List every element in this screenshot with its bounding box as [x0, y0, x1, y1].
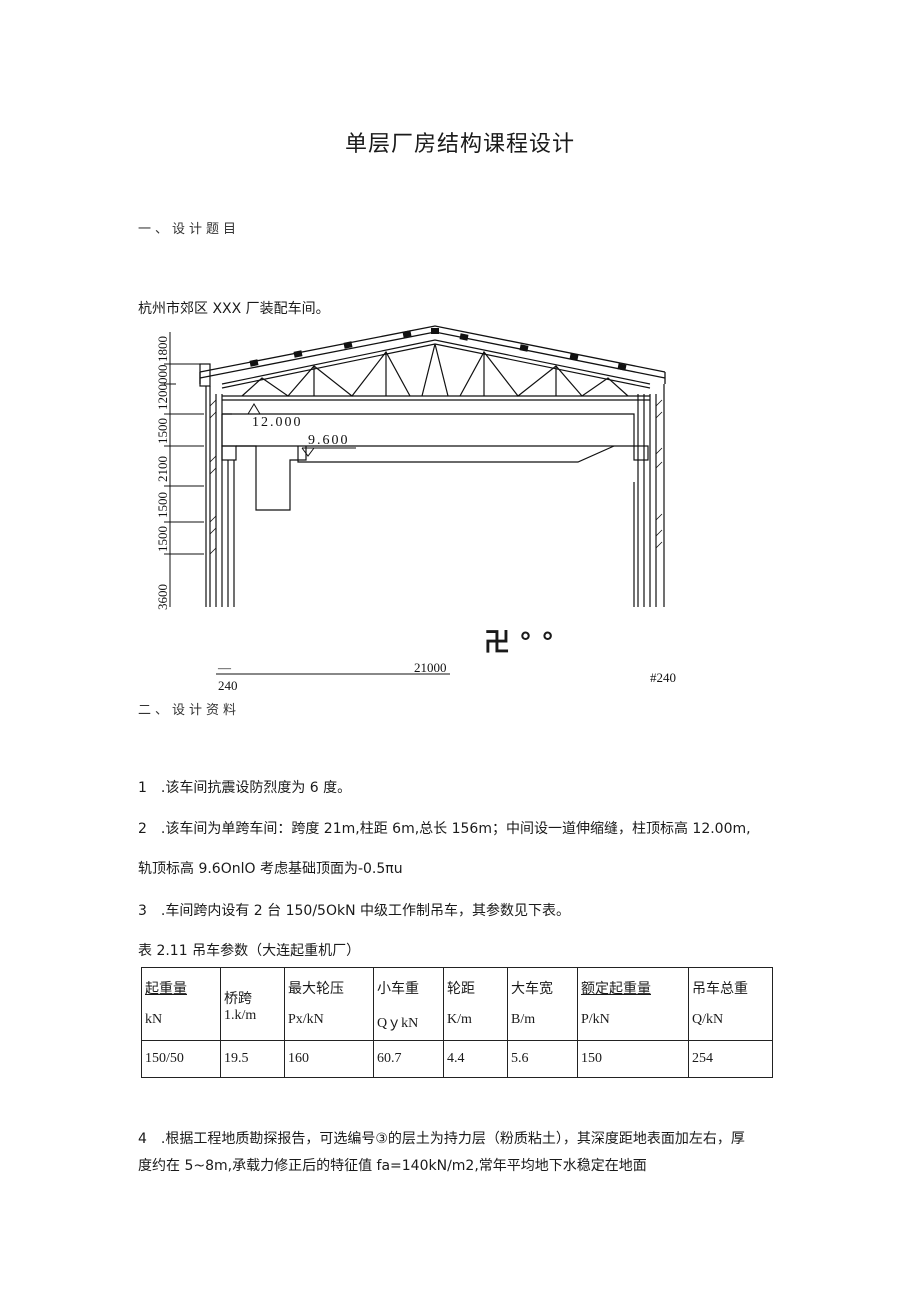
left-dimension-labels: 1800 000 1200 1500 2100 1500 1500 3600	[155, 336, 170, 610]
dim-label: 1500	[155, 526, 170, 552]
item-1: 1 .该车间抗震设防烈度为 6 度。	[138, 780, 352, 796]
table-cell: 5.6	[507, 1040, 578, 1078]
table-caption: 表 2.11 吊车参数（大连起重机厂）	[138, 943, 361, 959]
left-wall-hatch	[209, 399, 217, 555]
level-marker-rail	[301, 447, 356, 457]
section-heading-2: 二、设计资料	[138, 703, 241, 718]
crane-parameter-table: 起重量 kN 桥跨 1.k/m 最大轮压 Px/kN 小车重 QｙkN 轮距 K…	[141, 967, 773, 1078]
dim-label: 1500	[155, 418, 170, 444]
span-dim-label: 21000	[414, 660, 447, 675]
page-title: 单层厂房结构课程设计	[344, 132, 575, 157]
dim-label: 1500	[155, 492, 170, 518]
drawing-glyph: 卍 ° °	[484, 628, 555, 658]
table-row: 150/50 19.5 160 60.7 4.4 5.6 150 254	[141, 1040, 773, 1078]
roof-truss	[221, 339, 651, 401]
table-cell: 19.5	[220, 1040, 285, 1078]
dim-dash: —	[217, 660, 232, 675]
item-2-cont: 轨顶标高 9.6OnlO 考虑基础顶面为-0.5πu	[138, 861, 403, 877]
table-cell: 160	[284, 1040, 374, 1078]
item-2: 2 .该车间为单跨车间：跨度 21m,柱距 6m,总长 156m；中间设一道伸缩…	[138, 821, 751, 837]
header-cell: 最大轮压 Px/kN	[284, 967, 374, 1041]
table-cell: 4.4	[443, 1040, 508, 1078]
factory-section-drawing: 1800 000 1200 1500 2100 1500 1500 3600	[155, 325, 676, 693]
dim-label: 000	[155, 365, 170, 385]
header-cell: 吊车总重 Q/kN	[688, 967, 773, 1041]
table-header-row: 起重量 kN 桥跨 1.k/m 最大轮压 Px/kN 小车重 QｙkN 轮距 K…	[141, 967, 773, 1041]
right-column	[633, 384, 665, 607]
right-wall-hatch	[655, 399, 663, 549]
level-marker-top	[247, 403, 304, 415]
dim-label: 1200	[155, 384, 170, 410]
dim-label: 3600	[155, 584, 170, 610]
table-cell: 60.7	[373, 1040, 444, 1078]
crane-bridge	[221, 413, 635, 511]
dim-label: 1800	[155, 336, 170, 362]
table-cell: 150/50	[141, 1040, 221, 1078]
item-4-cont: 度约在 5~8m,承载力修正后的特征值 fa=140kN∕m2,常年平均地下水稳…	[138, 1158, 647, 1174]
level-top-label: 12.000	[252, 415, 303, 430]
dim-label: 2100	[155, 456, 170, 482]
item-4: 4 .根据工程地质勘探报告，可选编号③的层土为持力层（粉质粘土），其深度距地表面…	[138, 1131, 745, 1147]
left-wall-dim: 240	[218, 678, 238, 693]
header-cell: 大车宽 B/m	[507, 967, 578, 1041]
right-wall-dim: #240	[650, 670, 676, 685]
table-cell: 150	[577, 1040, 689, 1078]
header-cell: 起重量 kN	[141, 967, 221, 1041]
header-cell: 额定起重量 P/kN	[577, 967, 689, 1041]
roof-purlins	[249, 328, 627, 371]
header-cell: 小车重 QｙkN	[373, 967, 444, 1041]
header-cell: 桥跨 1.k/m	[220, 967, 285, 1041]
table-cell: 254	[688, 1040, 773, 1078]
level-rail-label: 9.600	[308, 433, 350, 448]
item-3: 3 .车间跨内设有 2 台 150/5OkN 中级工作制吊车，其参数见下表。	[138, 903, 571, 919]
left-dimension-line	[164, 332, 204, 607]
header-cell: 轮距 K/m	[443, 967, 508, 1041]
project-name: 杭州市郊区 XXX 厂装配车间。	[138, 301, 330, 317]
section-heading-1: 一、设计题目	[138, 222, 241, 237]
